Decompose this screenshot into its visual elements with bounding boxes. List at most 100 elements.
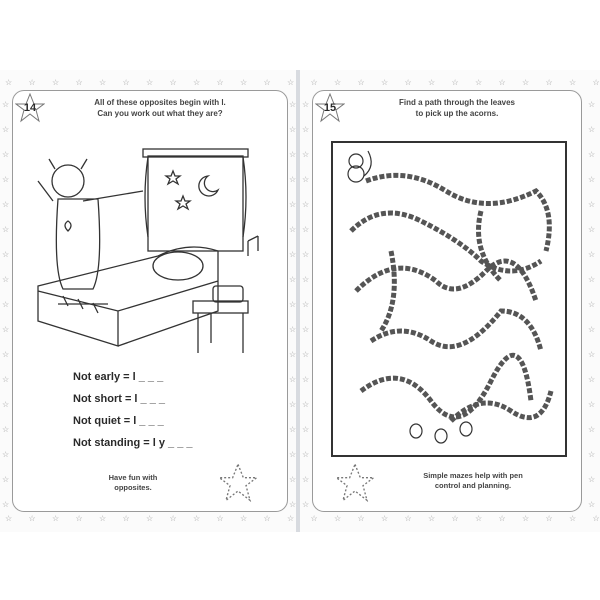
border-star-icon: ☆	[75, 78, 83, 87]
border-star-icon: ☆	[52, 514, 60, 523]
border-star-icon: ☆	[302, 375, 310, 384]
page-number-badge: 14	[14, 92, 46, 123]
leaf-maze	[331, 141, 567, 457]
border-star-icon: ☆	[302, 400, 310, 409]
border-star-icon: ☆	[287, 514, 295, 523]
border-star-icon: ☆	[302, 125, 310, 134]
border-star-icon: ☆	[169, 514, 177, 523]
border-star-icon: ☆	[2, 325, 10, 334]
border-star-icon: ☆	[5, 78, 13, 87]
border-star-icon: ☆	[216, 78, 224, 87]
instructions: Find a path through the leaves to pick u…	[353, 97, 561, 119]
border-star-icon: ☆	[451, 514, 459, 523]
border-star-icon: ☆	[302, 200, 310, 209]
border-star-icon: ☆	[545, 78, 553, 87]
border-star-icon: ☆	[75, 514, 83, 523]
star-icon	[14, 92, 46, 123]
border-star-icon: ☆	[289, 300, 297, 309]
border-star-icon: ☆	[289, 325, 297, 334]
border-star-icon: ☆	[2, 425, 10, 434]
border-star-icon: ☆	[302, 450, 310, 459]
border-star-icon: ☆	[289, 475, 297, 484]
border-star-icon: ☆	[2, 500, 10, 509]
border-star-icon: ☆	[193, 514, 201, 523]
bedroom-illustration	[37, 148, 259, 353]
border-star-icon: ☆	[310, 78, 318, 87]
border-star-icon: ☆	[193, 78, 201, 87]
border-star-icon: ☆	[569, 514, 577, 523]
border-star-icon: ☆	[498, 514, 506, 523]
border-star-icon: ☆	[302, 225, 310, 234]
book-gutter	[296, 70, 300, 532]
border-star-icon: ☆	[588, 375, 596, 384]
instructions: All of these opposites begin with l. Can…	[53, 97, 267, 119]
border-star-icon: ☆	[302, 300, 310, 309]
border-star-icon: ☆	[2, 450, 10, 459]
border-star-icon: ☆	[2, 475, 10, 484]
question: Not standing = l y _ _ _	[73, 437, 193, 449]
border-star-icon: ☆	[289, 500, 297, 509]
border-star-icon: ☆	[302, 100, 310, 109]
border-star-icon: ☆	[588, 150, 596, 159]
border-star-icon: ☆	[289, 200, 297, 209]
border-star-icon: ☆	[592, 514, 600, 523]
border-star-icon: ☆	[2, 250, 10, 259]
border-star-icon: ☆	[289, 150, 297, 159]
border-star-icon: ☆	[588, 275, 596, 284]
border-star-icon: ☆	[263, 78, 271, 87]
border-star-icon: ☆	[122, 78, 130, 87]
border-star-icon: ☆	[2, 300, 10, 309]
border-star-icon: ☆	[588, 175, 596, 184]
border-star-icon: ☆	[302, 425, 310, 434]
border-star-icon: ☆	[357, 78, 365, 87]
border-star-icon: ☆	[522, 514, 530, 523]
border-star-icon: ☆	[216, 514, 224, 523]
footer-line: Have fun with	[108, 473, 158, 482]
border-star-icon: ☆	[302, 350, 310, 359]
border-star-icon: ☆	[2, 350, 10, 359]
border-star-icon: ☆	[2, 225, 10, 234]
squirrel-icon	[347, 150, 372, 183]
border-star-icon: ☆	[146, 514, 154, 523]
border-star-icon: ☆	[240, 78, 248, 87]
border-star-icon: ☆	[302, 275, 310, 284]
border-star-icon: ☆	[2, 125, 10, 134]
border-star-icon: ☆	[588, 325, 596, 334]
border-star-icon: ☆	[302, 475, 310, 484]
page-number: 14	[23, 102, 37, 114]
border-star-icon: ☆	[2, 100, 10, 109]
border-star-icon: ☆	[334, 78, 342, 87]
border-star-icon: ☆	[99, 78, 107, 87]
border-star-icon: ☆	[381, 514, 389, 523]
border-star-icon: ☆	[588, 250, 596, 259]
border-star-icon: ☆	[52, 78, 60, 87]
page-number-badge: 15	[314, 92, 346, 123]
border-star-icon: ☆	[2, 400, 10, 409]
footer-note: Simple mazes help with pen control and p…	[403, 471, 543, 491]
instruction-line: Can you work out what they are?	[97, 109, 223, 118]
dotted-star-icon	[218, 463, 258, 503]
border-star-icon: ☆	[302, 175, 310, 184]
border-star-icon: ☆	[428, 514, 436, 523]
border-star-icon: ☆	[588, 300, 596, 309]
border-star-icon: ☆	[240, 514, 248, 523]
border-star-icon: ☆	[28, 514, 36, 523]
border-star-icon: ☆	[289, 375, 297, 384]
border-star-icon: ☆	[263, 514, 271, 523]
border-star-icon: ☆	[289, 175, 297, 184]
border-star-icon: ☆	[522, 78, 530, 87]
page-14: 14 All of these opposites begin with l. …	[12, 90, 288, 512]
border-star-icon: ☆	[2, 150, 10, 159]
border-star-icon: ☆	[588, 475, 596, 484]
border-star-icon: ☆	[146, 78, 154, 87]
border-star-icon: ☆	[404, 514, 412, 523]
border-star-icon: ☆	[588, 100, 596, 109]
footer-note: Have fun with opposites.	[93, 473, 173, 493]
acorn-icons	[409, 421, 473, 444]
border-star-icon: ☆	[302, 150, 310, 159]
border-star-icon: ☆	[2, 275, 10, 284]
border-star-icon: ☆	[289, 225, 297, 234]
border-star-icon: ☆	[289, 125, 297, 134]
border-star-icon: ☆	[28, 78, 36, 87]
border-star-icon: ☆	[475, 514, 483, 523]
